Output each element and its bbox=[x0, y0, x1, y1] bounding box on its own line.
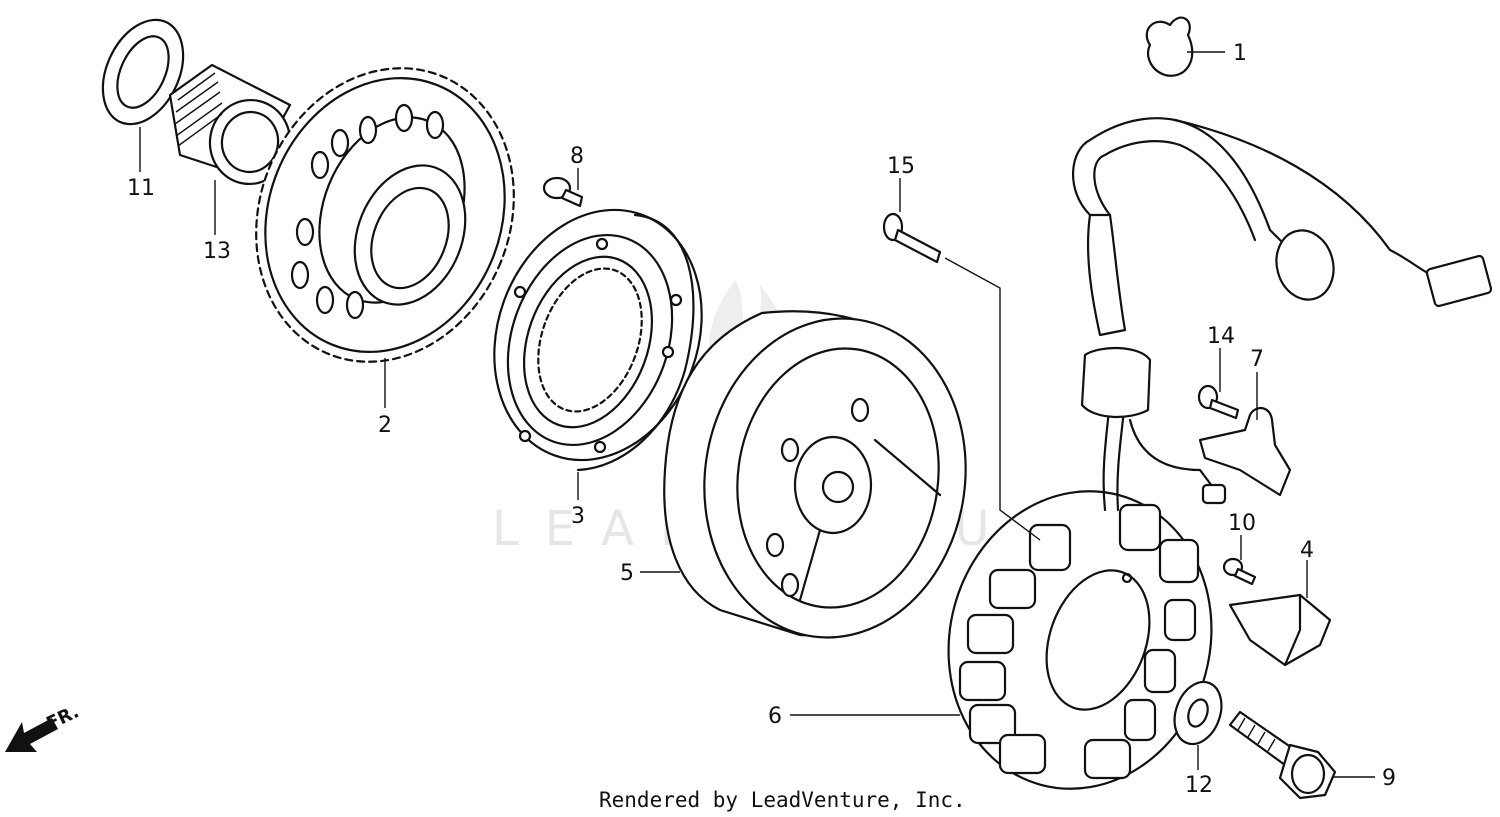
starter-driven-gear-part bbox=[255, 67, 515, 363]
callout-10: 10 bbox=[1228, 511, 1256, 536]
stator-bolt-part bbox=[882, 212, 942, 264]
stay-bolt-part bbox=[1197, 384, 1240, 420]
callout-4: 4 bbox=[1300, 538, 1314, 563]
pulse-generator-bolt-part bbox=[1222, 557, 1257, 586]
callout-6: 6 bbox=[768, 704, 782, 729]
flywheel-bolt-part bbox=[1228, 710, 1337, 800]
needle-bearing-part bbox=[168, 63, 292, 186]
front-direction-indicator: FR. bbox=[5, 701, 82, 752]
callout-7: 7 bbox=[1250, 347, 1264, 372]
pulse-generator-part bbox=[1228, 593, 1332, 667]
starter-clutch-part bbox=[493, 208, 703, 472]
callout-numbers: 1 2 3 4 5 6 7 8 9 10 11 12 13 14 15 bbox=[127, 41, 1396, 798]
flywheel-part bbox=[663, 310, 967, 639]
callout-2: 2 bbox=[378, 413, 392, 438]
callout-13: 13 bbox=[203, 239, 231, 264]
callout-14: 14 bbox=[1207, 324, 1235, 349]
callout-5: 5 bbox=[620, 561, 634, 586]
render-credit: Rendered by LeadVenture, Inc. bbox=[599, 788, 966, 812]
leader-lines bbox=[139, 51, 1375, 778]
starter-clutch-bolt-part bbox=[542, 176, 584, 208]
stator-part bbox=[947, 117, 1493, 790]
callout-15: 15 bbox=[887, 154, 915, 179]
front-arrow-icon bbox=[5, 718, 58, 752]
thrust-washer-part bbox=[101, 18, 185, 126]
clamp-clip-part bbox=[1145, 16, 1194, 77]
callout-8: 8 bbox=[570, 144, 584, 169]
callout-11: 11 bbox=[127, 176, 155, 201]
callout-9: 9 bbox=[1382, 766, 1396, 791]
callout-3: 3 bbox=[571, 504, 585, 529]
washer-part bbox=[1173, 680, 1223, 746]
wire-clamp-stay-part bbox=[1198, 407, 1292, 497]
front-label: FR. bbox=[43, 701, 82, 734]
callout-1: 1 bbox=[1233, 41, 1247, 66]
callout-12: 12 bbox=[1185, 773, 1213, 798]
